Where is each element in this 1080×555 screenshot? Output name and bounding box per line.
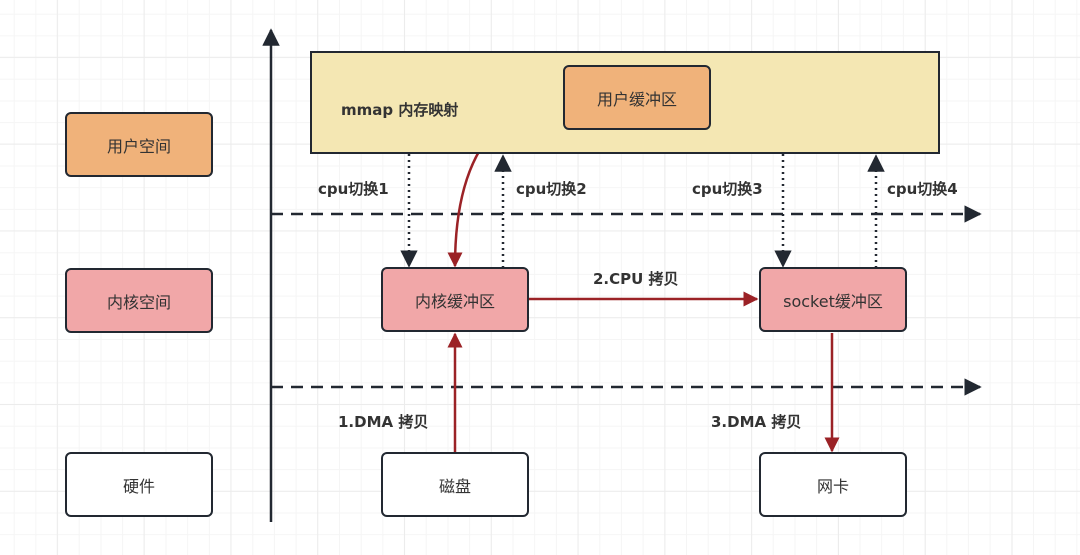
mmap-region-title: mmap 内存映射	[341, 101, 459, 119]
layer-hardware: 硬件	[65, 452, 213, 517]
node-disk: 磁盘	[381, 452, 529, 517]
node-socket-buffer: socket缓冲区	[759, 267, 907, 332]
label-cpu-switch-3: cpu切换3	[692, 180, 763, 198]
label-cpu-switch-4: cpu切换4	[887, 180, 958, 198]
label-dma-copy-1: 1.DMA 拷贝	[338, 413, 429, 431]
node-nic: 网卡	[759, 452, 907, 517]
node-user-buffer: 用户缓冲区	[563, 65, 711, 130]
label-cpu-switch-1: cpu切换1	[318, 180, 389, 198]
label-cpu-switch-2: cpu切换2	[516, 180, 587, 198]
label-dma-copy-3: 3.DMA 拷贝	[711, 413, 802, 431]
layer-user-space: 用户空间	[65, 112, 213, 177]
node-kernel-buffer: 内核缓冲区	[381, 267, 529, 332]
label-cpu-copy-2: 2.CPU 拷贝	[593, 270, 679, 288]
layer-kernel-space: 内核空间	[65, 268, 213, 333]
